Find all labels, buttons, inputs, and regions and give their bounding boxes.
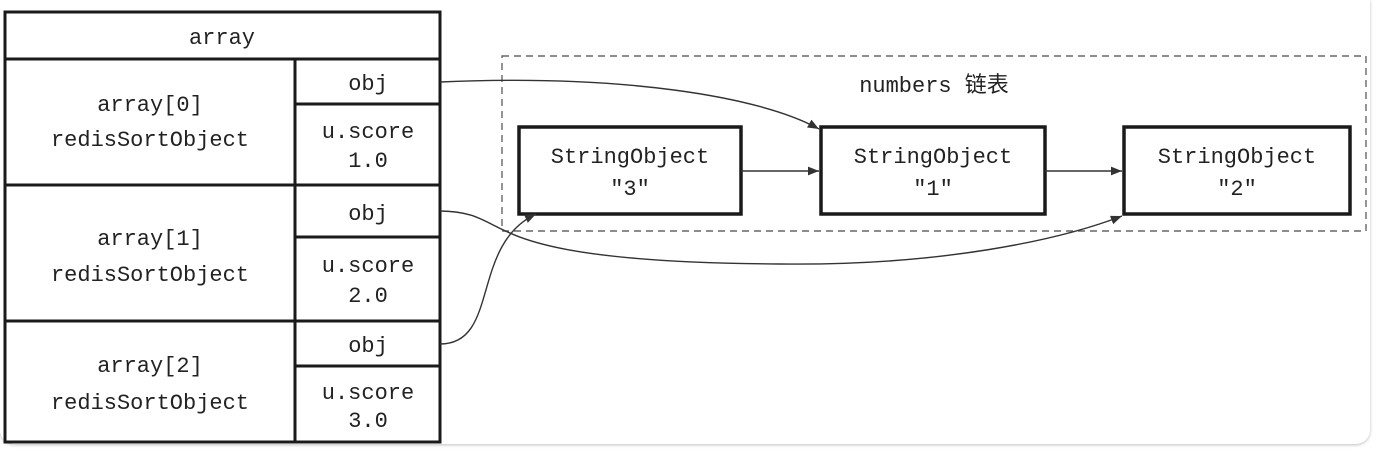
string-object-node-2-box (1122, 125, 1352, 216)
array-row-0-score-cell (293, 102, 442, 187)
array-row-1-score-label: u.score (322, 254, 414, 279)
string-object-node-0: StringObject "3" (517, 125, 743, 216)
string-object-node-1-value: "1" (913, 177, 953, 202)
numbers-list-group: numbers 链表 (501, 55, 1367, 232)
array-row-1-cell (3, 183, 297, 323)
array-row-1-score-cell (293, 235, 442, 323)
numbers-list-title: numbers 链表 (859, 73, 1009, 99)
array-row-1-label: array[1] (97, 227, 203, 252)
array-row-1-type: redisSortObject (51, 263, 249, 288)
string-object-node-1-type: StringObject (854, 145, 1012, 170)
array-row-0-cell (3, 57, 297, 187)
array-row-2-label: array[2] (97, 354, 203, 379)
array-row-0-score-label: u.score (322, 120, 414, 145)
array-row-1-score: 2.0 (348, 284, 388, 309)
array-row-2-score-cell (293, 364, 442, 444)
array-row-0-obj: obj (348, 72, 388, 97)
array-table: array array[0] redisSortObject obj u.sco… (3, 10, 442, 444)
string-object-node-1-box (819, 125, 1047, 216)
array-header: array (189, 26, 255, 51)
string-object-node-0-value: "3" (610, 177, 650, 202)
array-row-1-obj: obj (348, 202, 388, 227)
array-row-2-type: redisSortObject (51, 391, 249, 416)
array-row-0-label: array[0] (97, 93, 203, 118)
numbers-list-container (501, 55, 1367, 232)
array-row-2-score: 3.0 (348, 409, 388, 434)
array-row-2-score-label: u.score (322, 381, 414, 406)
pointer-array2-obj (439, 213, 537, 345)
pointer-array0-obj (439, 79, 820, 130)
string-object-node-1: StringObject "1" (819, 125, 1047, 216)
array-row-0-score: 1.0 (348, 149, 388, 174)
string-object-node-2-value: "2" (1217, 177, 1257, 202)
array-row-2-cell (3, 319, 297, 444)
array-row-0: array[0] redisSortObject obj u.score 1.0 (3, 57, 442, 187)
string-object-node-0-type: StringObject (551, 145, 709, 170)
string-object-node-2: StringObject "2" (1122, 125, 1352, 216)
pointer-array1-obj (439, 210, 1123, 265)
array-row-0-type: redisSortObject (51, 128, 249, 153)
array-row-2-obj: obj (348, 334, 388, 359)
array-row-2: array[2] redisSortObject obj u.score 3.0 (3, 319, 442, 444)
array-row-1: array[1] redisSortObject obj u.score 2.0 (3, 183, 442, 323)
array-row-2-obj-cell (293, 319, 442, 368)
string-object-node-2-type: StringObject (1158, 145, 1316, 170)
